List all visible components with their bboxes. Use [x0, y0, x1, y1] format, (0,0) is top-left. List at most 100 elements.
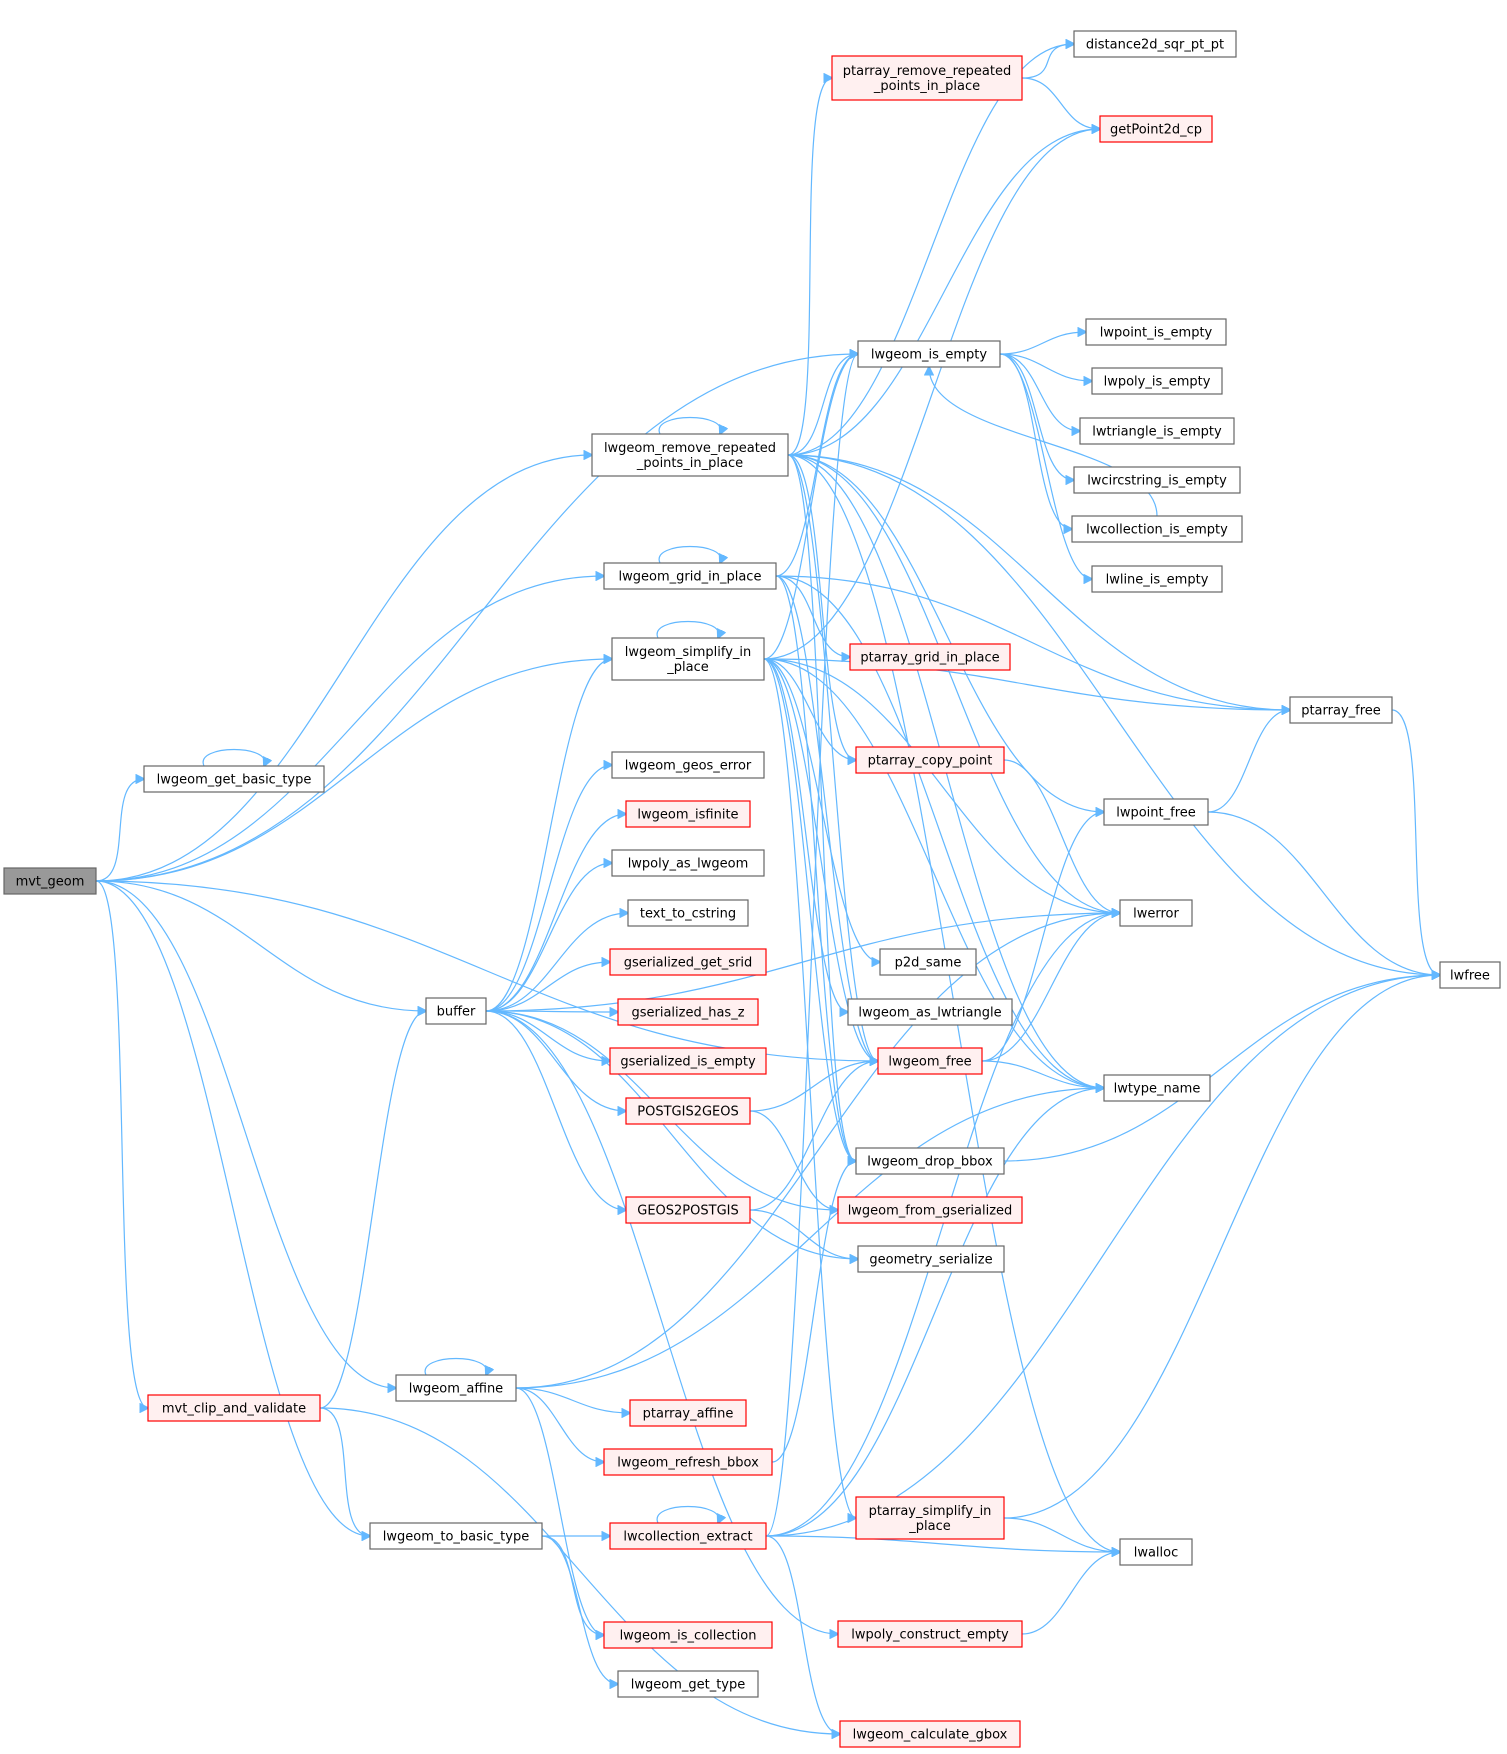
node-mvt-geom[interactable]: mvt_geom: [3, 867, 97, 895]
node-box-lwcollection-extract: [609, 1522, 767, 1550]
node-lwgeom-to-basic-type[interactable]: lwgeom_to_basic_type: [369, 1522, 543, 1550]
node-ptarray-grid-in-place[interactable]: ptarray_grid_in_place: [849, 643, 1011, 671]
node-ptarray-simplify-in-place[interactable]: ptarray_simplify_in_place: [855, 1496, 1005, 1540]
node-mvt-clip-and-validate[interactable]: mvt_clip_and_validate: [147, 1394, 321, 1422]
node-label-lwgeom-simplify-in-place-0: lwgeom_simplify_in: [625, 645, 752, 660]
node-lwgeom-remove-repeated-points-in-place[interactable]: lwgeom_remove_repeated_points_in_place: [591, 433, 789, 477]
edge-mvt-geom-to-lwgeom-affine: [95, 880, 396, 1388]
node-lwfree[interactable]: lwfree: [1439, 961, 1501, 989]
node-box-lwgeom-simplify-in-place: [611, 637, 765, 681]
node-postgis2geos[interactable]: POSTGIS2GEOS: [625, 1097, 751, 1125]
node-box-lwgeom-from-gserialized: [837, 1196, 1023, 1224]
node-lwgeom-from-gserialized[interactable]: lwgeom_from_gserialized: [837, 1196, 1023, 1224]
node-lwgeom-get-basic-type[interactable]: lwgeom_get_basic_type: [143, 765, 325, 793]
node-lwgeom-free[interactable]: lwgeom_free: [877, 1047, 983, 1075]
edge-buffer-to-gserialized-is-empty: [485, 1010, 610, 1061]
node-geos2postgis[interactable]: GEOS2POSTGIS: [625, 1196, 751, 1224]
node-box-gserialized-is-empty: [609, 1047, 767, 1075]
node-box-distance2d-sqr-pt-pt: [1073, 30, 1237, 58]
edge-lwgeom-affine-to-lwgeom-is-collection: [515, 1387, 604, 1635]
edge-ptarray-remove-repeated-points-in-place-to-distance2d-sqr-pt-pt: [1021, 44, 1074, 79]
node-label-buffer-0: buffer: [437, 1005, 476, 1020]
node-lwgeom-simplify-in-place[interactable]: lwgeom_simplify_in_place: [611, 637, 765, 681]
node-getpoint2d-cp[interactable]: getPoint2d_cp: [1099, 115, 1213, 143]
node-box-text-to-cstring: [627, 899, 749, 927]
node-box-lwgeom-drop-bbox: [855, 1147, 1005, 1175]
edge-ptarray-free-to-lwfree: [1391, 709, 1440, 975]
node-box-mvt-geom: [3, 867, 97, 895]
node-label-lwpoint-is-empty-0: lwpoint_is_empty: [1100, 326, 1213, 341]
node-lwpoly-is-empty[interactable]: lwpoly_is_empty: [1091, 367, 1223, 395]
edge-mvt-geom-to-lwgeom-grid-in-place: [95, 576, 604, 882]
edge-lwgeom-remove-repeated-points-in-place-to-ptarray-copy-point: [787, 454, 856, 760]
edge-lwgeom-affine-to-lwerror: [515, 913, 1120, 1389]
node-ptarray-remove-repeated-points-in-place[interactable]: ptarray_remove_repeated_points_in_place: [831, 55, 1023, 101]
graph-nodes: mvt_geom lwgeom_get_basic_type mvt_clip_an…: [3, 30, 1501, 1748]
node-box-geos2postgis: [625, 1196, 751, 1224]
node-box-lwpoly-construct-empty: [837, 1620, 1023, 1648]
node-p2d-same[interactable]: p2d_same: [879, 948, 977, 976]
node-lwalloc[interactable]: lwalloc: [1119, 1538, 1193, 1566]
node-label-postgis2geos-0: POSTGIS2GEOS: [637, 1105, 738, 1120]
node-lwtype-name[interactable]: lwtype_name: [1103, 1074, 1211, 1102]
edge-lwpoly-construct-empty-to-lwalloc: [1021, 1552, 1120, 1635]
node-label-lwline-is-empty-0: lwline_is_empty: [1106, 573, 1209, 588]
node-box-lwtriangle-is-empty: [1079, 417, 1235, 445]
node-gserialized-get-srid[interactable]: gserialized_get_srid: [609, 948, 767, 976]
edge-lwgeom-grid-in-place-to-lwgeom-is-empty: [775, 354, 858, 577]
edge-mvt-geom-to-buffer: [95, 880, 426, 1011]
node-lwpoint-is-empty[interactable]: lwpoint_is_empty: [1085, 318, 1227, 346]
node-lwcollection-is-empty[interactable]: lwcollection_is_empty: [1071, 515, 1243, 543]
node-lwgeom-affine[interactable]: lwgeom_affine: [395, 1374, 517, 1402]
node-lwpoly-as-lwgeom[interactable]: lwpoly_as_lwgeom: [611, 849, 765, 877]
node-lwgeom-calculate-gbox[interactable]: lwgeom_calculate_gbox: [839, 1720, 1021, 1748]
edge-lwcollection-extract-to-lwalloc: [765, 1535, 1120, 1552]
node-distance2d-sqr-pt-pt[interactable]: distance2d_sqr_pt_pt: [1073, 30, 1237, 58]
node-ptarray-free[interactable]: ptarray_free: [1289, 696, 1393, 724]
node-lwgeom-is-collection[interactable]: lwgeom_is_collection: [603, 1621, 773, 1649]
node-lwpoly-construct-empty[interactable]: lwpoly_construct_empty: [837, 1620, 1023, 1648]
node-lwcircstring-is-empty[interactable]: lwcircstring_is_empty: [1073, 466, 1241, 494]
edge-lwgeom-simplify-in-place-to-getpoint2d-cp: [763, 129, 1100, 660]
edge-lwgeom-affine-to-lwtype-name: [515, 1088, 1104, 1389]
edge-ptarray-simplify-in-place-to-lwfree: [1003, 975, 1440, 1519]
node-gserialized-is-empty[interactable]: gserialized_is_empty: [609, 1047, 767, 1075]
edge-ptarray-copy-point-to-lwerror: [1003, 759, 1120, 913]
node-ptarray-copy-point[interactable]: ptarray_copy_point: [855, 746, 1005, 774]
node-ptarray-affine[interactable]: ptarray_affine: [629, 1399, 747, 1427]
edge-mvt-geom-to-lwgeom-get-basic-type: [95, 779, 144, 882]
edge-lwgeom-to-basic-type-to-lwgeom-is-collection: [541, 1535, 604, 1635]
node-lwtriangle-is-empty[interactable]: lwtriangle_is_empty: [1079, 417, 1235, 445]
node-lwgeom-as-lwtriangle[interactable]: lwgeom_as_lwtriangle: [847, 998, 1013, 1026]
node-gserialized-has-z[interactable]: gserialized_has_z: [617, 998, 759, 1026]
node-lwline-is-empty[interactable]: lwline_is_empty: [1091, 565, 1223, 593]
node-label-lwgeom-drop-bbox-0: lwgeom_drop_bbox: [867, 1155, 993, 1170]
node-box-ptarray-grid-in-place: [849, 643, 1011, 671]
edge-lwgeom-get-basic-type-to-lwgeom-get-basic-type: [202, 748, 265, 767]
node-label-gserialized-is-empty-0: gserialized_is_empty: [620, 1055, 756, 1070]
node-buffer[interactable]: buffer: [425, 997, 487, 1025]
node-label-lwcollection-is-empty-0: lwcollection_is_empty: [1086, 523, 1228, 538]
node-text-to-cstring[interactable]: text_to_cstring: [627, 899, 749, 927]
node-geometry-serialize[interactable]: geometry_serialize: [857, 1245, 1005, 1273]
edge-buffer-to-lwpoly-as-lwgeom: [485, 863, 612, 1012]
node-box-ptarray-affine: [629, 1399, 747, 1427]
edge-lwcollection-extract-to-lwgeom-is-empty: [765, 354, 858, 1537]
node-lwgeom-geos-error[interactable]: lwgeom_geos_error: [611, 751, 765, 779]
node-box-gserialized-has-z: [617, 998, 759, 1026]
node-box-postgis2geos: [625, 1097, 751, 1125]
node-lwgeom-is-empty[interactable]: lwgeom_is_empty: [857, 340, 1001, 368]
node-lwpoint-free[interactable]: lwpoint_free: [1103, 798, 1209, 826]
node-lwgeom-drop-bbox[interactable]: lwgeom_drop_bbox: [855, 1147, 1005, 1175]
edge-lwgeom-affine-to-lwgeom-refresh-bbox: [515, 1387, 604, 1462]
node-lwgeom-isfinite[interactable]: lwgeom_isfinite: [625, 800, 751, 828]
node-lwgeom-grid-in-place[interactable]: lwgeom_grid_in_place: [603, 562, 777, 590]
edge-lwgeom-remove-repeated-points-in-place-to-lwgeom-is-empty: [787, 354, 858, 456]
node-lwgeom-refresh-bbox[interactable]: lwgeom_refresh_bbox: [603, 1448, 773, 1476]
node-label-lwgeom-affine-0: lwgeom_affine: [409, 1382, 503, 1397]
node-label-lwcircstring-is-empty-0: lwcircstring_is_empty: [1087, 474, 1227, 489]
node-lwcollection-extract[interactable]: lwcollection_extract: [609, 1522, 767, 1550]
node-lwgeom-get-type[interactable]: lwgeom_get_type: [617, 1670, 759, 1698]
node-lwerror[interactable]: lwerror: [1119, 899, 1193, 927]
node-label-ptarray-copy-point-0: ptarray_copy_point: [868, 754, 993, 769]
